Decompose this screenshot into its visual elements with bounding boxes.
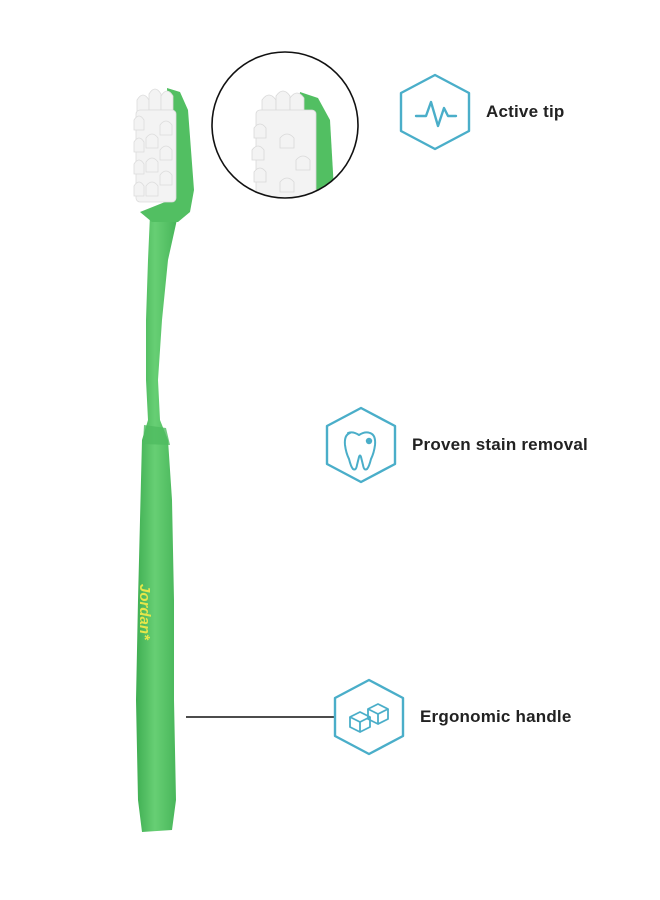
- cubes-icon: [333, 678, 405, 756]
- feature-active-tip: Active tip: [398, 72, 565, 152]
- heartbeat-wave-icon: [399, 73, 471, 151]
- tooth-icon: [325, 406, 397, 484]
- brand-name: Jordan*: [136, 584, 153, 641]
- brush-head: [140, 88, 194, 222]
- feature-ergonomic-handle: Ergonomic handle: [332, 677, 572, 757]
- feature-stain-removal: Proven stain removal: [324, 405, 588, 485]
- feature-label: Proven stain removal: [412, 435, 588, 454]
- bristles: [133, 88, 177, 203]
- brush-handle: [136, 215, 178, 832]
- feature-label: Ergonomic handle: [420, 707, 572, 726]
- feature-label: Active tip: [486, 102, 565, 121]
- zoom-detail-circle: [211, 51, 359, 199]
- brand-logo: Jordan*: [126, 578, 166, 678]
